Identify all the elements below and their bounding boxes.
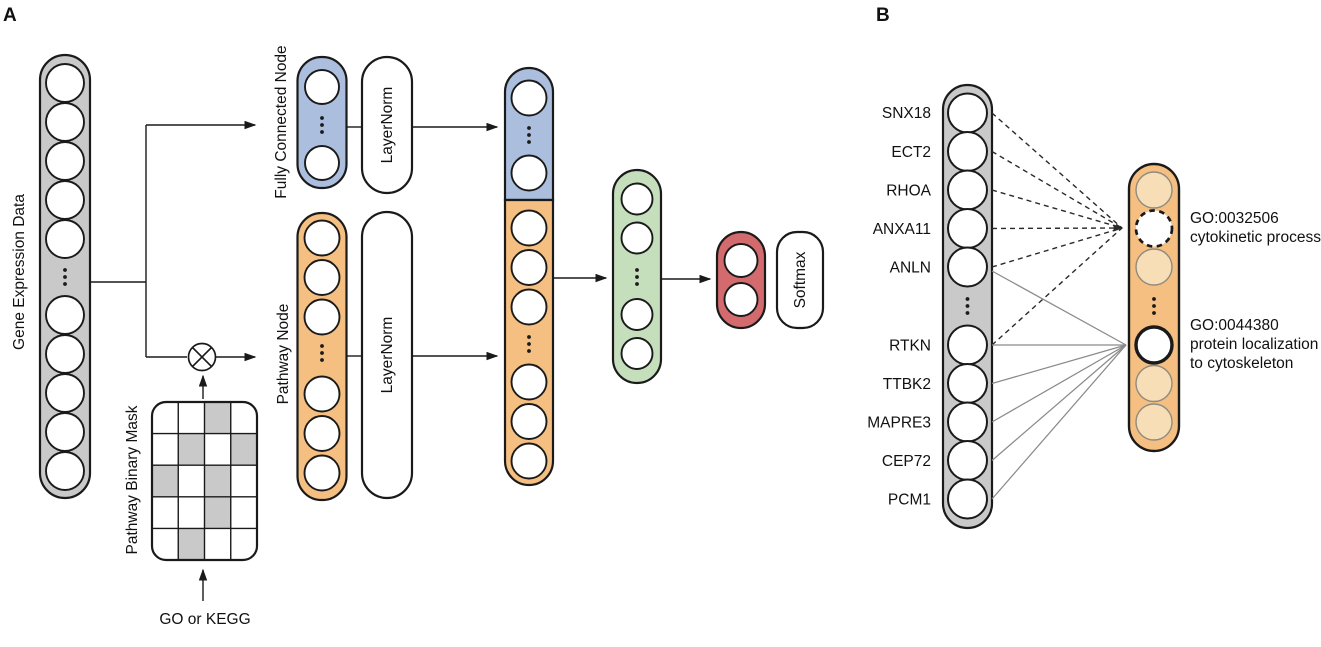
go-node-inactive xyxy=(1135,403,1173,441)
go-term-capsule xyxy=(1127,162,1181,453)
layernorm-bottom-label: LayerNorm xyxy=(379,317,396,394)
go-term-desc: cytokinetic process xyxy=(1190,229,1321,246)
dashed-connection-rtkn xyxy=(991,227,1123,346)
mask-cell xyxy=(152,465,179,497)
layernorm-top-label: LayerNorm xyxy=(379,87,396,164)
mask-cell xyxy=(178,433,205,466)
mask-border xyxy=(150,400,259,562)
mask-cell xyxy=(152,433,179,466)
gene-label: ANXA11 xyxy=(873,221,931,238)
mask-cell xyxy=(178,496,205,529)
mask-cells xyxy=(152,402,257,560)
gene-go-connections xyxy=(991,112,1127,500)
panel-a: A Gene Expression Data xyxy=(3,5,825,628)
panel-a-letter: A xyxy=(3,5,17,26)
dashed-connection-ect2 xyxy=(991,150,1123,229)
ellipsis-icon xyxy=(320,116,324,134)
gene-label: CEP72 xyxy=(882,453,931,470)
mask-cell xyxy=(178,465,205,497)
mask-cell xyxy=(204,496,231,529)
mask-cell xyxy=(204,528,231,560)
dashed-connection-rhoa xyxy=(991,189,1123,229)
mask-cell xyxy=(204,465,231,497)
mask-cell xyxy=(204,402,231,434)
mask-cell xyxy=(178,402,205,434)
multiply-operator-icon xyxy=(187,342,217,372)
go-term-desc: protein localization xyxy=(1190,336,1318,353)
gene-label: TTBK2 xyxy=(883,376,931,393)
gene-label: ECT2 xyxy=(891,144,931,161)
layernorm-top-box: LayerNorm xyxy=(360,55,414,195)
input-branch-lines xyxy=(90,120,257,601)
pathway-binary-mask-label: Pathway Binary Mask xyxy=(124,405,141,554)
fully-connected-node-label: Fully Connected Node xyxy=(273,45,290,198)
go-node-bold-go0044380 xyxy=(1134,325,1174,365)
ellipsis-icon xyxy=(635,268,639,286)
mask-cell xyxy=(152,496,179,529)
ellipsis-icon xyxy=(527,335,531,353)
panel-b-letter: B xyxy=(876,5,890,26)
ellipsis-icon xyxy=(527,126,531,144)
gene-capsule xyxy=(941,83,994,530)
pathway-node-label: Pathway Node xyxy=(275,304,292,405)
go-node-inactive xyxy=(1135,171,1173,209)
panel-b: B SNX18 ECT2 RHOA ANXA11 ANLN RTKN TTBK2… xyxy=(867,5,1321,530)
concat-capsule xyxy=(503,66,555,487)
go-node-dashed-go0032506 xyxy=(1134,209,1174,248)
mask-source-label: GO or KEGG xyxy=(159,611,250,628)
solid-connection-anln xyxy=(991,270,1127,346)
softmax-box: Softmax xyxy=(775,230,825,330)
go-term-id: GO:0044380 xyxy=(1190,317,1279,334)
go-term-annotations: GO:0032506 cytokinetic process GO:004438… xyxy=(1190,210,1321,372)
go-node-inactive xyxy=(1135,364,1173,403)
go-node-inactive xyxy=(1135,248,1173,286)
ellipsis-icon xyxy=(965,297,970,315)
mask-gridlines xyxy=(152,402,257,560)
gene-labels: SNX18 ECT2 RHOA ANXA11 ANLN RTKN TTBK2 M… xyxy=(867,105,931,509)
layernorm-connectors xyxy=(346,122,712,361)
pathway-node-capsule xyxy=(296,211,348,502)
gene-expression-label: Gene Expression Data xyxy=(11,194,28,350)
hidden-layer-capsule xyxy=(611,168,663,385)
pathway-binary-mask xyxy=(150,400,259,562)
output-capsule xyxy=(715,230,767,330)
ellipsis-icon xyxy=(320,344,324,362)
gene-label: MAPRE3 xyxy=(867,415,931,432)
go-term-desc: to cytoskeleton xyxy=(1190,355,1293,372)
solid-connection-pcm1 xyxy=(991,344,1127,500)
solid-connection-ttbk2 xyxy=(991,344,1127,385)
gene-label: ANLN xyxy=(890,260,931,277)
mask-cell xyxy=(230,465,257,497)
dashed-connection-anxa11 xyxy=(991,224,1124,232)
mask-cell xyxy=(230,496,257,529)
mask-cell xyxy=(230,433,257,466)
mask-cell xyxy=(178,528,205,560)
solid-connection-cep72 xyxy=(991,344,1127,461)
fully-connected-capsule xyxy=(296,55,348,190)
gene-label: SNX18 xyxy=(882,105,931,122)
softmax-label: Softmax xyxy=(792,251,809,308)
solid-connection-mapre3 xyxy=(991,344,1127,423)
ellipsis-icon xyxy=(63,268,67,286)
gene-expression-nodes xyxy=(45,63,85,491)
gene-expression-capsule xyxy=(38,53,92,500)
layernorm-bottom-box: LayerNorm xyxy=(360,210,414,500)
dashed-connection-snx18 xyxy=(991,112,1123,229)
ellipsis-icon xyxy=(1152,297,1156,315)
gene-label: PCM1 xyxy=(888,492,931,509)
go-term-id: GO:0032506 xyxy=(1190,210,1279,227)
mask-cell xyxy=(204,433,231,466)
gene-label: RHOA xyxy=(886,183,931,200)
dashed-connection-anln xyxy=(991,227,1123,268)
gene-label: RTKN xyxy=(889,338,931,355)
